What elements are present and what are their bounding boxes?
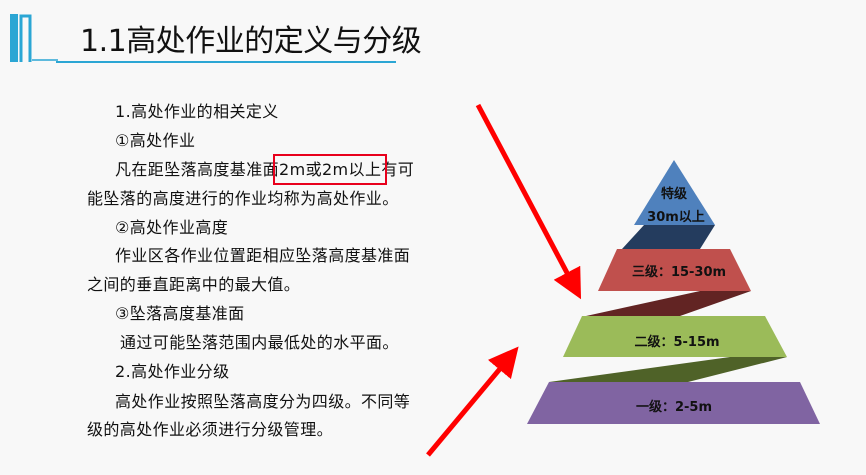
text-line: 之间的垂直距离中的最大值。 <box>87 275 301 294</box>
level-1 <box>527 382 820 424</box>
level-3-label: 三级：15-30m <box>632 264 726 280</box>
band-low <box>549 357 787 382</box>
level-2-label: 二级：5-15m <box>634 334 719 350</box>
level-special-label: 特级 <box>661 186 688 202</box>
level-special <box>634 160 715 225</box>
text-line: ③坠落高度基准面 <box>115 304 245 323</box>
title-underline <box>56 61 396 63</box>
text-line: ②高处作业高度 <box>115 218 229 237</box>
text-span: 有可 <box>381 160 415 179</box>
highlight-box: 2m或2m以上 <box>272 154 388 185</box>
text-line: 级的高处作业必须进行分级管理。 <box>87 420 334 439</box>
text-line: 高处作业按照坠落高度分为四级。不同等 <box>115 392 411 411</box>
level-3 <box>598 249 751 291</box>
band-mid <box>586 291 751 316</box>
logo-icon <box>10 14 58 62</box>
level-2 <box>563 316 787 357</box>
text-line: ①高处作业 <box>115 131 196 150</box>
text-line: 2.高处作业分级 <box>115 362 230 381</box>
arrow-up-icon <box>426 346 519 457</box>
band-top <box>622 225 715 249</box>
arrow-down-icon <box>475 103 582 300</box>
level-1-label: 一级：2-5m <box>636 399 712 415</box>
text-line: 通过可能坠落范围内最低处的水平面。 <box>120 333 399 352</box>
text-line: 能坠落的高度进行的作业均称为高处作业。 <box>87 189 399 208</box>
level-special-range: 30m以上 <box>647 210 705 225</box>
text-line: 作业区各作业位置距相应坠落高度基准面 <box>115 246 411 265</box>
text-line: 1.高处作业的相关定义 <box>115 102 279 121</box>
text-span: 凡在距坠落高度基准面 <box>115 160 280 179</box>
page-title: 1.1高处作业的定义与分级 <box>80 24 422 59</box>
text-line: 凡在距坠落高度基准面2m或2m以上有可 <box>115 154 415 185</box>
